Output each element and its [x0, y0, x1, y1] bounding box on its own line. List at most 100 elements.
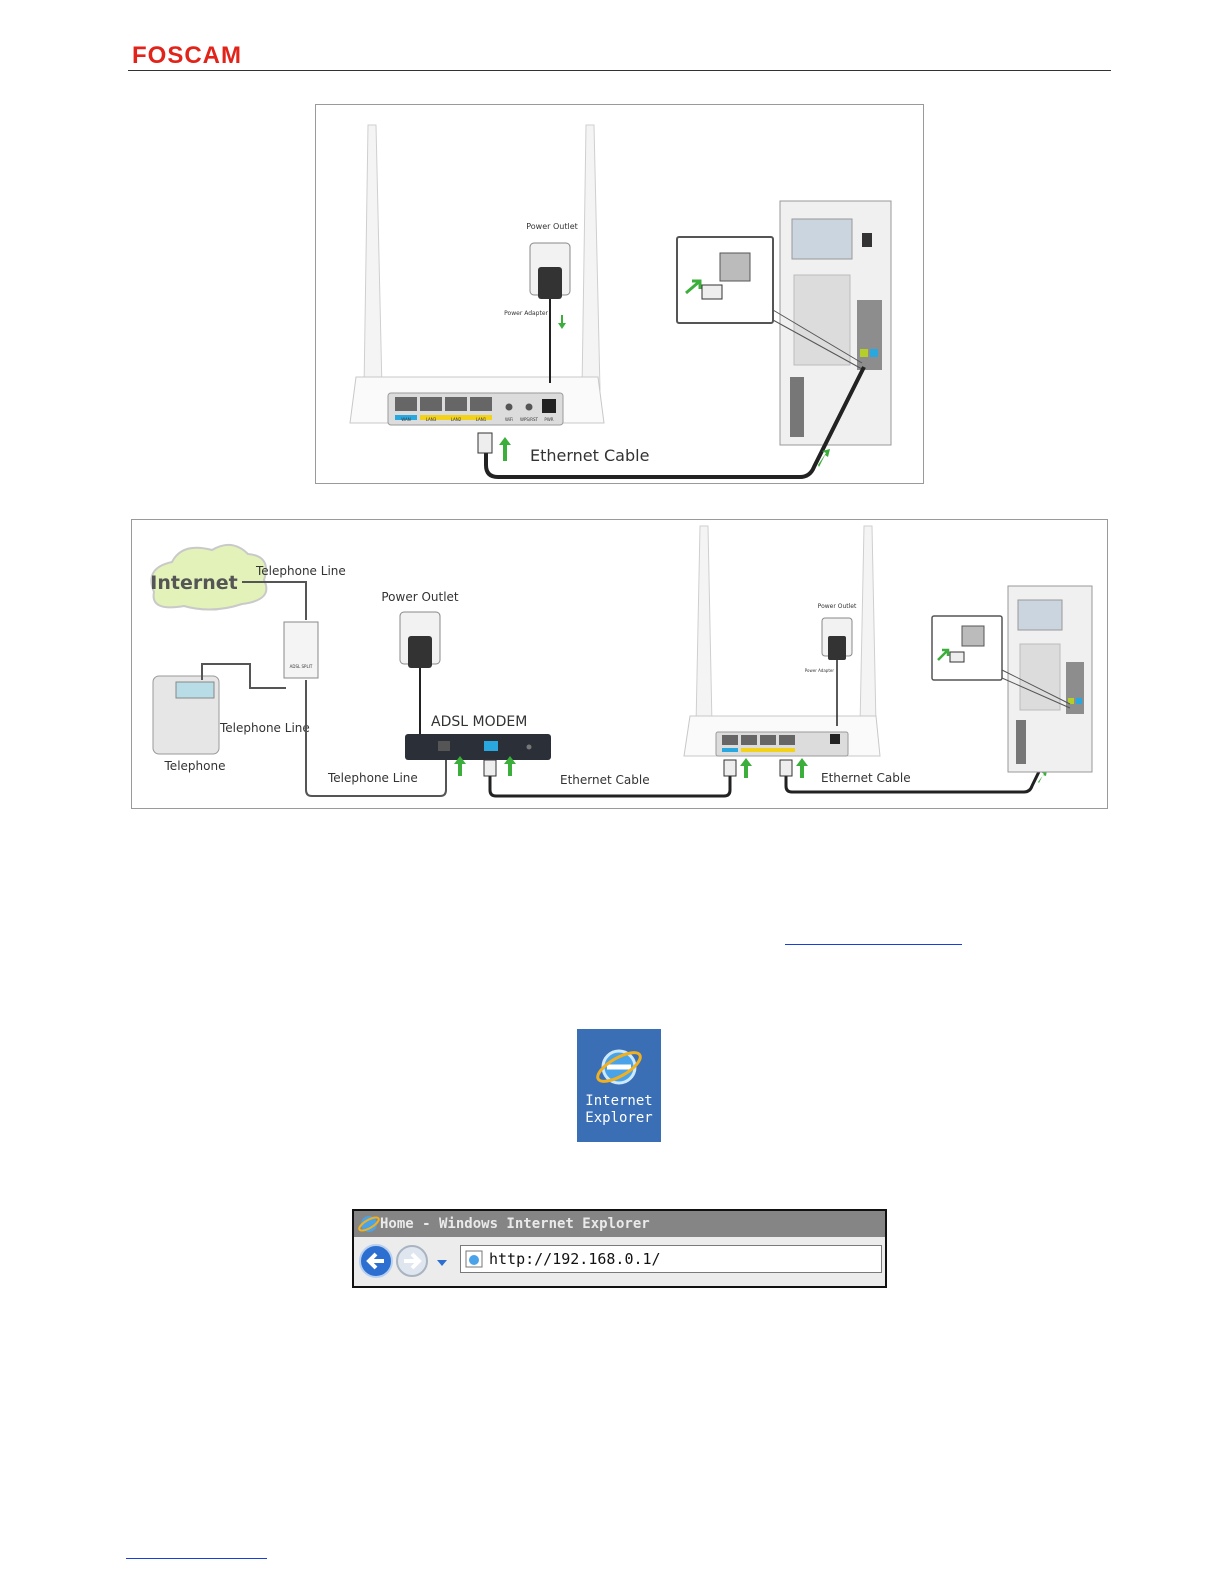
wps-button — [525, 403, 533, 411]
telephone-line-phone — [201, 663, 286, 689]
port-wan-strip — [395, 415, 417, 420]
pc2-vent — [1019, 643, 1061, 711]
power-outlet-label: Power Outlet — [526, 222, 578, 231]
address-bar[interactable]: http://192.168.0.1/ — [460, 1245, 882, 1273]
io-port-blue — [870, 349, 878, 357]
ethernet-plug-router — [477, 432, 493, 454]
router-power-outlet-label: Power Outlet — [818, 603, 857, 610]
foscam-logo: FOSCAM — [132, 42, 242, 69]
back-button[interactable] — [358, 1243, 394, 1279]
ie-window-title: Home - Windows Internet Explorer — [380, 1216, 650, 1232]
adsl-splitter-icon — [283, 621, 319, 679]
telephone-line-bottom-label: Telephone Line — [327, 771, 418, 785]
callout-line-1 — [772, 309, 863, 364]
telephone-line-top — [242, 581, 307, 620]
ethernet-plug-icon — [701, 284, 723, 300]
router-antenna-right — [859, 525, 877, 727]
pc2-port-green — [1068, 698, 1074, 704]
ethernet-plug-icon-2 — [949, 651, 965, 663]
internet-label: Internet — [150, 572, 237, 594]
arrow-up-icon-router-wan — [740, 758, 752, 778]
internet-explorer-desktop-icon[interactable]: Internet Explorer — [577, 1029, 661, 1142]
router2-wan-strip — [722, 748, 738, 752]
router2-port-3 — [760, 735, 776, 745]
splitter-label: ADSL SPLIT — [290, 664, 313, 669]
arrow-left-icon — [366, 1252, 384, 1270]
arrow-up-icon-modem-eth — [504, 756, 516, 776]
telephone-display — [175, 681, 215, 699]
ie-icon-label-line2: Explorer — [585, 1110, 653, 1126]
ethernet-plug-router-wan — [723, 759, 737, 777]
vent-grille — [793, 274, 851, 366]
router2-lan-strip — [741, 748, 795, 752]
telephone-label: Telephone — [164, 759, 226, 773]
port-label-lan2: LAN2 — [451, 417, 462, 422]
ethernet-cable-label: Ethernet Cable — [530, 446, 649, 465]
ie-browser-window: Home - Windows Internet Explorer http://… — [352, 1209, 887, 1288]
port-label-lan3: LAN3 — [426, 417, 437, 422]
header-rule — [128, 70, 1111, 71]
modem-power-jack — [526, 744, 532, 750]
router2-port-4 — [779, 735, 795, 745]
adsl-modem-icon — [405, 734, 551, 760]
chevron-down-icon — [437, 1260, 447, 1266]
port-label-wifi: WiFi — [505, 417, 513, 422]
power-adapter-label: Power Adapter — [504, 310, 548, 317]
ethernet-socket-icon-2 — [961, 625, 985, 647]
power-adapter-icon — [538, 267, 562, 299]
forward-button[interactable] — [394, 1243, 430, 1279]
port-lan2 — [445, 397, 467, 411]
port-label-wan: WAN — [401, 417, 410, 422]
router-power-adapter-label: Power Adapter — [805, 668, 835, 673]
pc2-port-blue — [1076, 698, 1082, 704]
io-port-green — [860, 349, 868, 357]
router-power-adapter-icon — [828, 636, 846, 660]
port-lan3 — [420, 397, 442, 411]
wifi-button — [505, 403, 513, 411]
io-panel — [857, 300, 882, 370]
modem-dsl-port — [438, 741, 450, 751]
ie-logo-icon — [596, 1049, 642, 1085]
port-label-lan1: LAN1 — [476, 417, 487, 422]
antenna-right — [581, 124, 601, 391]
arrow-insert-icon-2 — [937, 648, 950, 661]
port-lan1 — [470, 397, 492, 411]
router-antenna-left — [695, 525, 713, 727]
adsl-modem-label: ADSL MODEM — [431, 714, 527, 730]
modem-power-adapter-icon — [408, 636, 432, 668]
port-wan — [395, 397, 417, 411]
port-label-wps: WPS/RST — [520, 417, 539, 422]
pc2-psu — [1017, 599, 1063, 631]
arrow-up-icon-router-lan — [796, 758, 808, 778]
arrow-up-right-icon-pc — [1038, 770, 1047, 783]
router-pc-diagram: WAN LAN3 LAN2 LAN1 WiFi WPS/RST PWR Powe… — [349, 124, 892, 479]
telephone-line-mid-label: Telephone Line — [219, 721, 310, 735]
address-url: http://192.168.0.1/ — [489, 1250, 661, 1268]
pc2-slot — [1016, 720, 1026, 764]
telephone-line-modem — [305, 680, 447, 797]
arrow-up-icon — [499, 437, 511, 461]
port-label-pwr: PWR — [544, 417, 553, 422]
footer-link-underline[interactable] — [126, 1558, 267, 1559]
arrow-up-icon-modem — [454, 756, 466, 776]
ie-title-icon — [358, 1216, 380, 1232]
router2-port-1 — [722, 735, 738, 745]
ethernet-plug-router-lan — [779, 759, 793, 777]
figure-router-to-pc: WAN LAN3 LAN2 LAN1 WiFi WPS/RST PWR Powe… — [315, 104, 924, 484]
pc2-io-panel — [1066, 662, 1084, 714]
computer-psu — [791, 218, 853, 260]
ie-title-bar: Home - Windows Internet Explorer — [354, 1211, 885, 1237]
router2-power-jack — [830, 734, 840, 744]
ethernet-socket-icon — [719, 252, 751, 282]
expansion-slot — [790, 377, 804, 437]
callout-line-2 — [772, 319, 863, 370]
hyperlink-underline[interactable] — [785, 944, 962, 945]
callout-2-line-2 — [1001, 677, 1071, 709]
ethernet-cable-modem-router — [488, 768, 732, 798]
adsl-setup-diagram: Internet Telephone Line ADSL SPLIT Telep… — [150, 525, 1093, 798]
arrow-down-icon — [558, 315, 566, 329]
recent-pages-dropdown[interactable] — [434, 1255, 450, 1271]
power-jack — [542, 399, 556, 413]
callout-2-line-1 — [1001, 669, 1071, 705]
modem-ethernet-port — [484, 741, 498, 751]
